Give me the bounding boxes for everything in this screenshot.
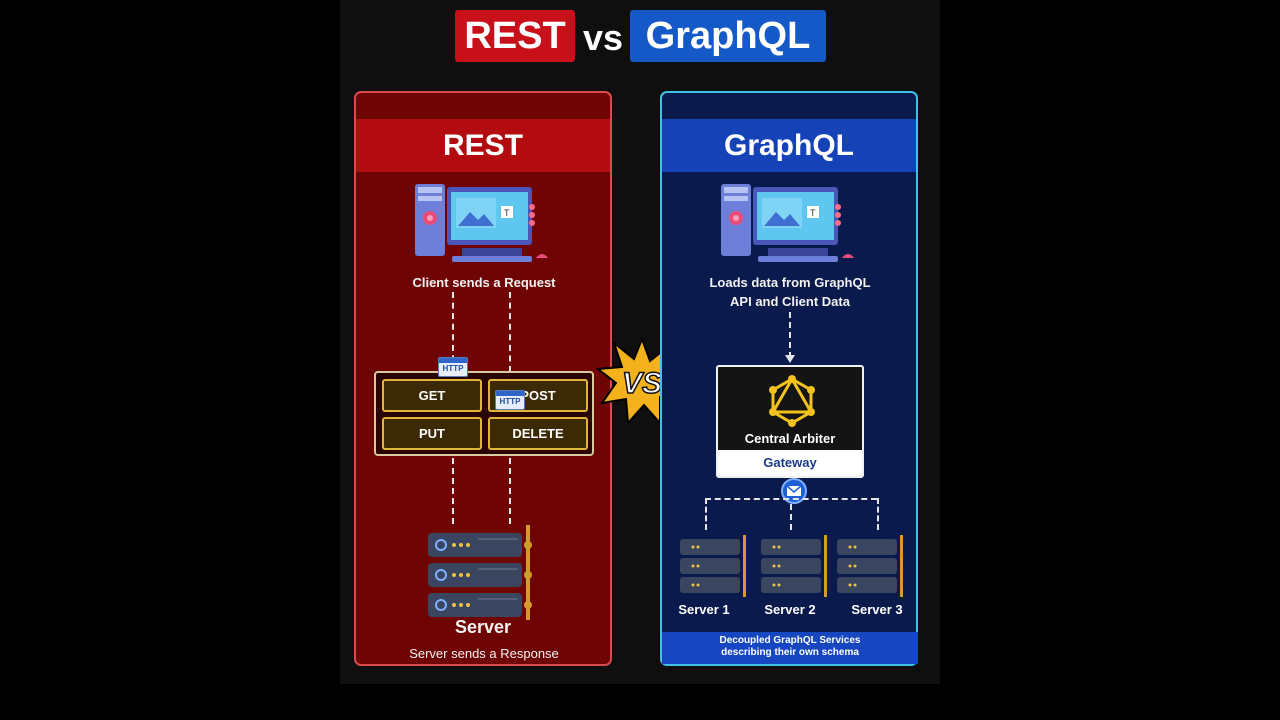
title-graphql: GraphQL: [630, 10, 826, 62]
rest-client-caption: Client sends a Request: [412, 275, 556, 290]
rest-client-computer-icon: T: [415, 184, 548, 262]
rest-server-label: Server: [454, 617, 512, 637]
http-methods-box: GET POST PUT DELETE: [374, 371, 594, 456]
server-3-rack-icon: [837, 535, 903, 597]
rest-request-line-right: [509, 292, 511, 372]
svg-text:T: T: [810, 208, 816, 218]
gateway-name: Central Arbiter: [744, 431, 836, 446]
server-1-rack-icon: [680, 535, 746, 597]
graphql-fanout-line: [705, 498, 877, 500]
server-3-label: Server 3: [851, 602, 903, 617]
method-delete: DELETE: [488, 417, 588, 450]
graphql-line-server1: [705, 498, 707, 530]
rest-server-caption: Server sends a Response: [409, 646, 559, 661]
graphql-logo-icon: [769, 375, 815, 427]
graphql-client-caption-line2: API and Client Data: [730, 294, 850, 309]
envelope-icon: [781, 478, 807, 504]
graphql-line-server2: [790, 504, 792, 530]
graphql-footer-line1: Decoupled GraphQL Services: [719, 635, 861, 646]
gateway-box: Central Arbiter Gateway: [716, 365, 864, 478]
graphql-line-server3: [877, 498, 879, 530]
versus-text: VS: [622, 367, 662, 400]
server-1-label: Server 1: [678, 602, 730, 617]
http-tag-icon: HTTP: [495, 390, 525, 410]
graphql-client-computer-icon: T: [721, 184, 854, 262]
arrow-down-icon: [785, 355, 795, 363]
graphql-client-caption-line1: Loads data from GraphQL: [709, 275, 871, 290]
rest-server-rack-icon: [428, 525, 532, 620]
server-2-rack-icon: [761, 535, 827, 597]
graphql-footer: Decoupled GraphQL Services describing th…: [662, 632, 918, 664]
rest-header: REST: [356, 119, 610, 172]
method-put: PUT: [382, 417, 482, 450]
rest-request-line-left: [452, 292, 454, 372]
graphql-footer-line2: describing their own schema: [721, 647, 859, 658]
rest-response-line-right: [509, 458, 511, 524]
title-rest: REST: [455, 10, 575, 62]
graphql-header: GraphQL: [662, 119, 916, 172]
server-2-label: Server 2: [764, 602, 816, 617]
method-get: GET: [382, 379, 482, 412]
svg-text:T: T: [504, 208, 510, 218]
gateway-label: Gateway: [718, 450, 862, 476]
rest-response-line-left: [452, 458, 454, 524]
graphql-request-line: [789, 312, 791, 358]
http-tag-icon: HTTP: [438, 357, 468, 377]
title-vs: vs: [582, 17, 624, 58]
